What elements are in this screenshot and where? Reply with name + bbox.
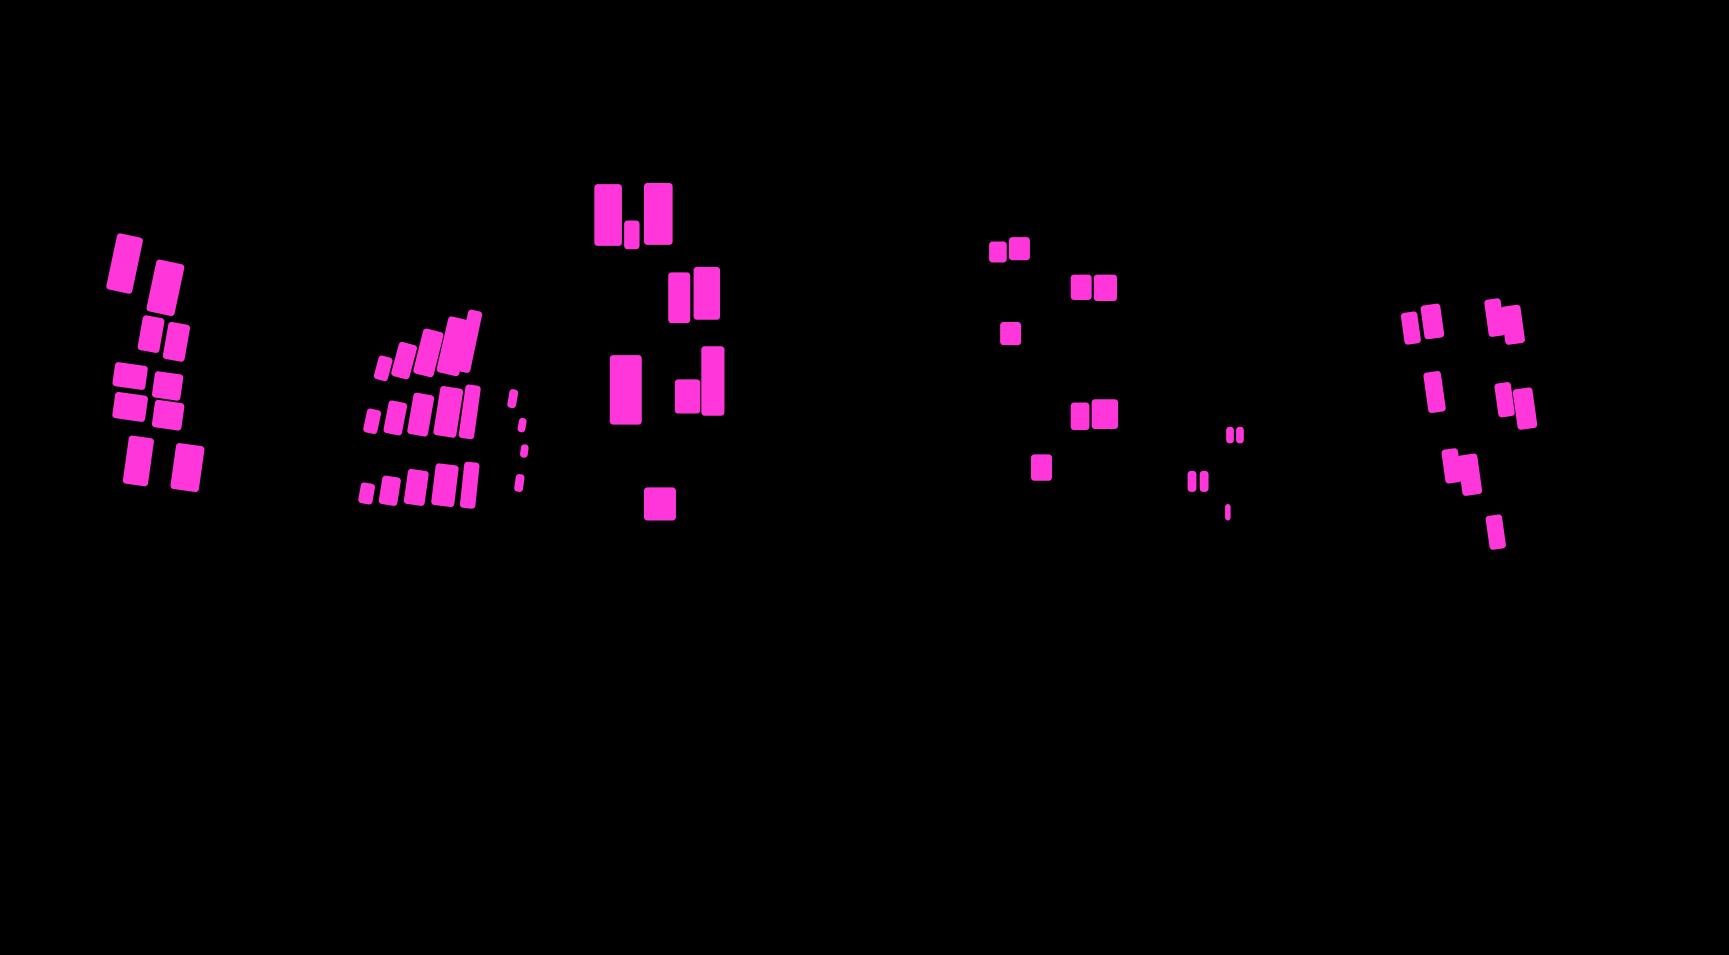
window-light <box>112 362 148 390</box>
window-light <box>507 389 519 409</box>
window-light <box>1423 371 1446 414</box>
window-light <box>517 417 527 433</box>
window-light <box>609 355 642 425</box>
window-light <box>1226 426 1234 444</box>
window-light <box>459 461 480 509</box>
window-light <box>363 408 382 434</box>
building-right <box>1400 298 1538 550</box>
window-light <box>106 233 143 294</box>
window-light <box>1236 426 1244 444</box>
window-light <box>137 315 165 353</box>
window-light <box>674 379 701 414</box>
window-light <box>456 309 483 373</box>
window-light <box>1494 382 1515 418</box>
window-light <box>1187 470 1197 492</box>
window-light <box>458 384 481 440</box>
window-light <box>1091 399 1119 429</box>
window-light <box>693 266 721 320</box>
window-light <box>514 474 525 492</box>
window-light <box>1441 448 1462 484</box>
window-light <box>431 463 459 508</box>
window-light <box>433 386 464 438</box>
window-light <box>162 322 191 362</box>
window-light <box>1093 274 1118 302</box>
window-light <box>643 487 676 521</box>
building-mid-right <box>989 237 1119 481</box>
window-light <box>146 259 185 317</box>
window-light <box>378 475 401 506</box>
window-light <box>1512 387 1538 430</box>
window-light <box>1070 274 1092 300</box>
window-light <box>151 371 184 401</box>
window-light <box>668 272 691 324</box>
window-light <box>1485 514 1506 550</box>
window-light <box>1400 311 1421 345</box>
window-light <box>701 346 725 416</box>
window-light <box>1500 304 1525 345</box>
window-light <box>1070 402 1090 431</box>
window-light <box>358 482 375 505</box>
window-light <box>1225 503 1231 521</box>
window-light <box>1457 453 1483 496</box>
window-light <box>112 391 148 422</box>
window-light <box>413 328 444 378</box>
window-light <box>1420 303 1445 340</box>
window-light <box>643 183 673 245</box>
building-wedge-left <box>358 309 529 509</box>
window-light <box>1199 470 1209 492</box>
window-light <box>373 355 393 382</box>
window-light <box>122 435 154 487</box>
building-center <box>594 183 725 521</box>
window-light <box>989 241 1007 263</box>
window-light <box>391 341 418 380</box>
window-light <box>624 220 640 250</box>
small-lights-cluster <box>1187 426 1244 521</box>
window-light <box>151 399 185 431</box>
window-light <box>170 443 205 493</box>
window-light <box>407 392 435 437</box>
window-light <box>1031 454 1052 481</box>
window-light <box>1484 298 1506 337</box>
window-light <box>520 444 529 458</box>
window-light <box>1008 237 1030 261</box>
window-light <box>594 184 622 246</box>
window-light <box>383 400 408 436</box>
window-light <box>1000 322 1022 346</box>
window-light <box>436 316 471 377</box>
window-light <box>403 468 429 506</box>
building-far-left <box>106 233 205 493</box>
